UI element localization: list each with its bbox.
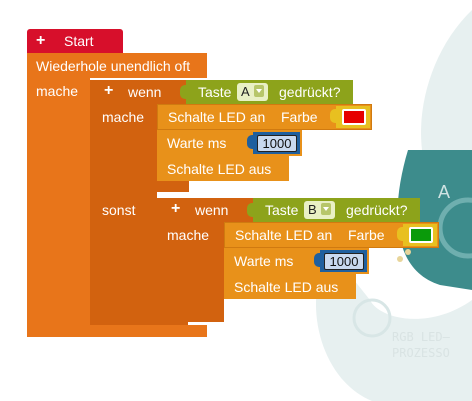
- condition-prefix: Taste: [198, 84, 232, 100]
- number-wrapper[interactable]: 1000: [253, 132, 300, 154]
- repeat-do-label: mache: [36, 83, 79, 99]
- condition-plug: [180, 85, 188, 99]
- if-block-body[interactable]: mache sonst: [90, 104, 157, 324]
- inner-if-label: wenn: [195, 202, 229, 218]
- led-off-label: Schalte LED aus: [167, 161, 272, 177]
- chevron-down-icon: [253, 85, 264, 97]
- color-plug-2: [397, 227, 405, 241]
- start-block[interactable]: + Start: [27, 29, 123, 53]
- if-plus-icon[interactable]: +: [104, 82, 114, 99]
- condition-suffix: gedrückt?: [279, 84, 341, 100]
- condition-suffix-2: gedrückt?: [346, 202, 408, 218]
- button-b-value: B: [308, 202, 317, 217]
- if-then-footer[interactable]: [157, 180, 189, 192]
- if-label: wenn: [128, 84, 162, 100]
- color-label: Farbe: [281, 109, 318, 125]
- wait-label-2: Warte ms: [234, 253, 294, 269]
- wait-input[interactable]: 1000: [257, 135, 297, 152]
- if-block-header[interactable]: + wenn: [90, 80, 186, 104]
- button-b-dropdown[interactable]: B: [304, 201, 335, 219]
- wait-label: Warte ms: [167, 135, 227, 151]
- color-label-2: Farbe: [348, 227, 385, 243]
- number-wrapper-2[interactable]: 1000: [320, 250, 367, 272]
- led-on-label: Schalte LED an: [168, 109, 266, 125]
- led-off-block[interactable]: Schalte LED aus: [157, 156, 289, 181]
- board-text-2: PROZESSO: [392, 346, 450, 360]
- led-color-swatch-1[interactable]: [342, 109, 366, 125]
- start-plus-icon[interactable]: +: [36, 32, 46, 49]
- condition-button-b[interactable]: Taste B gedrückt?: [253, 198, 420, 222]
- inner-if-plus-icon[interactable]: +: [171, 200, 181, 217]
- else-label: sonst: [102, 202, 136, 218]
- condition-plug-2: [247, 203, 255, 217]
- repeat-body-left[interactable]: mache: [27, 77, 90, 335]
- color-input-wrapper[interactable]: [336, 106, 370, 128]
- chevron-down-icon: [320, 203, 331, 215]
- inner-if-header[interactable]: + wenn: [157, 198, 253, 222]
- start-label: Start: [64, 33, 94, 49]
- button-a-value: A: [241, 84, 250, 99]
- inner-then-label: mache: [167, 227, 210, 243]
- led-off-label-2: Schalte LED aus: [234, 279, 339, 295]
- repeat-label: Wiederhole unendlich oft: [36, 58, 191, 74]
- board-letter: A: [438, 182, 451, 202]
- led-color-swatch-2[interactable]: [409, 227, 433, 243]
- repeat-forever-block[interactable]: Wiederhole unendlich oft: [27, 53, 207, 78]
- inner-if-footer[interactable]: [157, 299, 224, 311]
- wait-input-2[interactable]: 1000: [324, 253, 364, 270]
- number-plug: [247, 135, 255, 149]
- condition-prefix-2: Taste: [265, 202, 299, 218]
- led-on-label-2: Schalte LED an: [235, 227, 333, 243]
- then-label: mache: [102, 109, 145, 125]
- repeat-footer[interactable]: [27, 325, 207, 337]
- condition-button-a[interactable]: Taste A gedrückt?: [186, 80, 353, 104]
- color-input-wrapper-2[interactable]: [403, 224, 437, 246]
- number-plug-2: [314, 253, 322, 267]
- led-off-block-2[interactable]: Schalte LED aus: [224, 274, 356, 299]
- color-plug: [330, 109, 338, 123]
- board-text-1: RGB LED—: [392, 330, 450, 344]
- button-a-dropdown[interactable]: A: [237, 83, 268, 101]
